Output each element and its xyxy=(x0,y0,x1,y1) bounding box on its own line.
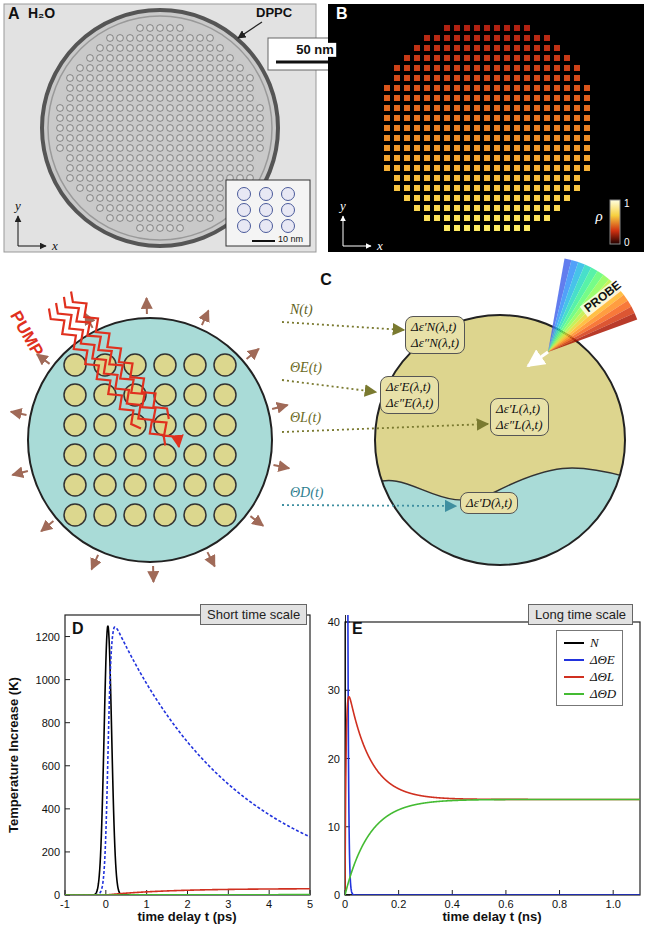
figure-label: D xyxy=(72,620,84,638)
panel-c-model xyxy=(11,258,637,582)
tick-label: 0 xyxy=(334,889,340,901)
figure-label: 1 xyxy=(624,198,630,209)
legend-text: N xyxy=(590,635,599,651)
figure-label: ΘD(t) xyxy=(290,485,323,500)
figure-label: C xyxy=(320,271,332,289)
figure-label: ΘE(t) xyxy=(290,360,322,375)
tick-label: 1200 xyxy=(36,630,60,642)
figure-label: PUMP xyxy=(6,308,47,360)
tick-label: 0 xyxy=(103,898,109,910)
legend-swatch xyxy=(563,638,585,648)
legend-swatch xyxy=(563,689,585,699)
legend-row: ΔΘL xyxy=(563,668,616,685)
tick-label: 1.0 xyxy=(606,898,621,910)
legend-row: ΔΘE xyxy=(563,651,616,668)
tick-label: 0.8 xyxy=(552,898,567,910)
tick-label: 0.6 xyxy=(498,898,513,910)
figure-label: Temperature Increase (K) xyxy=(7,677,21,833)
figure-label: A xyxy=(8,5,20,23)
figure-label: time delay t (ns) xyxy=(443,910,542,924)
node-text: Δε′L(λ,t) xyxy=(496,401,543,417)
legend-row: N xyxy=(563,634,616,651)
figure-label: ΘL(t) xyxy=(290,410,321,425)
figure-label: ρ xyxy=(595,208,602,225)
legend-box: NΔΘEΔΘLΔΘD xyxy=(556,630,623,706)
tick-label: 20 xyxy=(328,752,340,764)
tick-label: 0 xyxy=(342,898,348,910)
tick-label: 40 xyxy=(328,616,340,628)
figure-label: x xyxy=(52,239,58,253)
figure-label: 50 nm xyxy=(294,43,336,57)
tick-label: 5 xyxy=(307,898,313,910)
tick-label: 2 xyxy=(184,898,190,910)
plot-long-time xyxy=(345,567,640,895)
figure-label: DPPC xyxy=(256,6,292,20)
node-text: Short time scale xyxy=(207,607,300,622)
tick-label: -1 xyxy=(60,898,70,910)
tick-label: 0 xyxy=(54,889,60,901)
node-text: Δε′D(λ,t) xyxy=(466,495,512,511)
legend-row: ΔΘD xyxy=(563,685,616,702)
plot-short-time xyxy=(65,615,310,895)
tick-label: 1000 xyxy=(36,674,60,686)
node-text: Δε″L(λ,t) xyxy=(496,417,543,433)
tick-label: 600 xyxy=(42,760,60,772)
timescale-tag: Long time scale xyxy=(528,604,633,625)
figure-label: E xyxy=(352,620,363,638)
dielectric-term-box: Δε′E(λ,t)Δε″E(λ,t) xyxy=(380,376,439,414)
tick-label: 0.2 xyxy=(391,898,406,910)
tick-label: 400 xyxy=(42,803,60,815)
node-text: Δε″E(λ,t) xyxy=(386,395,433,411)
legend-swatch xyxy=(563,672,585,682)
legend-text: ΔΘD xyxy=(590,686,616,702)
figure-label: y xyxy=(340,199,346,213)
legend-swatch xyxy=(563,655,585,665)
dielectric-term-box: Δε′L(λ,t)Δε″L(λ,t) xyxy=(490,398,549,436)
tick-label: 0.4 xyxy=(445,898,460,910)
tick-label: 1 xyxy=(144,898,150,910)
legend-text: ΔΘL xyxy=(590,669,614,685)
figure-label: time delay t (ps) xyxy=(138,910,237,924)
legend-text: ΔΘE xyxy=(590,652,615,668)
tick-label: 10 xyxy=(328,821,340,833)
figure-label: x xyxy=(377,239,383,253)
tick-label: 200 xyxy=(42,846,60,858)
node-text: Long time scale xyxy=(535,607,626,622)
dielectric-term-box: Δε′N(λ,t)Δε″N(λ,t) xyxy=(405,316,465,354)
tick-label: 4 xyxy=(266,898,272,910)
tick-label: 30 xyxy=(328,684,340,696)
panel-b-density-map xyxy=(328,4,644,252)
node-text: Δε″N(λ,t) xyxy=(411,335,459,351)
figure-label: N(t) xyxy=(290,302,313,317)
tick-label: 800 xyxy=(42,717,60,729)
tick-label: 3 xyxy=(225,898,231,910)
node-text: Δε′N(λ,t) xyxy=(411,319,459,335)
figure-label: y xyxy=(15,199,21,213)
figure-label: H₂O xyxy=(28,6,55,21)
figure-label: B xyxy=(336,5,348,23)
timescale-tag: Short time scale xyxy=(200,604,307,625)
node-text: Δε′E(λ,t) xyxy=(386,379,433,395)
dielectric-term-box: Δε′D(λ,t) xyxy=(460,492,518,514)
figure-label: 0 xyxy=(624,237,630,248)
figure-label: 10 nm xyxy=(278,235,303,245)
